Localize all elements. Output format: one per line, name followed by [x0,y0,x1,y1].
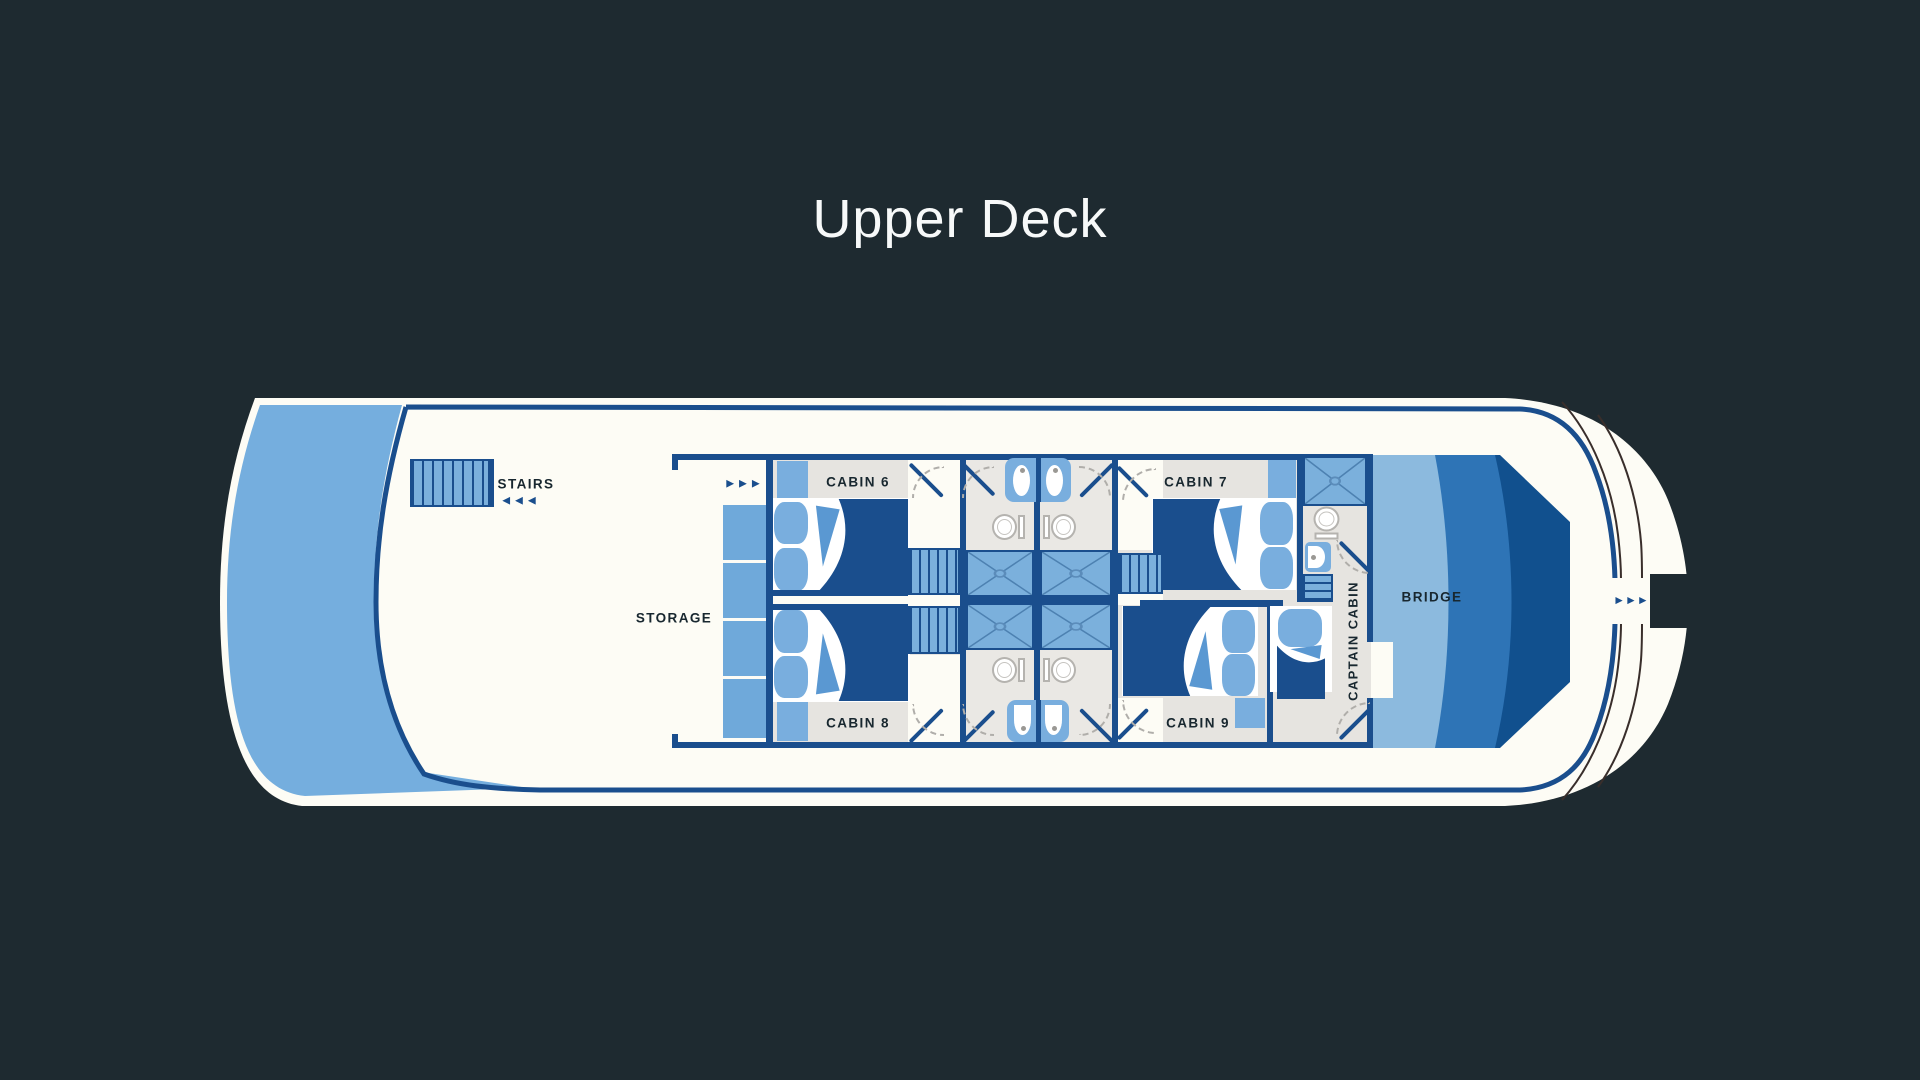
toilet-br [1043,657,1076,683]
stairs-direction-arrows: ◄◄◄ [499,492,539,508]
cabin8-pillow-2 [774,656,808,698]
wall-top [672,454,1373,460]
captain-blanket [1272,645,1330,699]
sink-basin [1013,465,1030,496]
captain-toilet [1313,506,1340,540]
stern-stairs-icon [410,459,494,507]
cabin9-pillow-2 [1222,654,1255,696]
bridge-label: BRIDGE [1401,589,1463,605]
corridor-entry-arrows: ►►► [723,475,763,491]
storage-locker-3 [723,621,766,676]
cabin8-closet [777,702,808,741]
shower-bl [966,603,1034,650]
wall-bottom-endcap [672,734,678,748]
page-title: Upper Deck [812,189,1108,249]
captain-sink [1305,542,1331,572]
stairs-flight-left-up [908,548,960,595]
sink-basin [1308,546,1325,568]
wall-mid-cabin6 [766,590,908,596]
cabin8-blanket [809,607,908,701]
toilet-bl [992,657,1025,683]
cabin7-label: CABIN 7 [1164,474,1228,490]
ship-plan: STAIRS ◄◄◄ ►►► STORAGE CABIN 6 CABIN 8 C… [210,390,1710,820]
toilet-tl [992,514,1025,540]
sink-unit-bottom [1007,700,1069,742]
cabin9-blanket [1123,606,1219,696]
captain-pillow [1278,609,1322,647]
wall-mid-cabin8 [766,604,908,610]
stairs-label: STAIRS [497,476,555,492]
sink-basin [1045,705,1062,735]
cabin9-label: CABIN 9 [1166,715,1230,731]
storage-locker-4 [723,679,766,738]
cabin8-pillow-1 [774,610,808,653]
deck-boundary-line [373,404,1618,793]
cabin6-closet [777,461,808,500]
stern-platform [227,405,528,796]
bow-notch-platform [1612,578,1650,624]
sink-basin [1014,705,1031,735]
bow-notch-cut [1650,574,1706,628]
captain-cabin-label: CAPTAIN CABIN [1345,581,1361,701]
cabin8-label: CABIN 8 [826,715,890,731]
stairs-flight-left-down [908,606,960,654]
cabin9-pillow-1 [1222,610,1255,653]
captain-stairs [1303,574,1333,602]
storage-locker-2 [723,563,766,618]
storage-locker-1 [723,505,766,560]
sink-unit-top [1005,458,1071,502]
cabin7-blanket [1153,499,1249,590]
storage-label: STORAGE [635,610,713,626]
toilet-tr [1043,514,1076,540]
cabin7-closet [1268,455,1296,498]
stairs-flight-right [1118,553,1163,594]
bridge-door-opening [1371,642,1393,698]
wall-bottom [672,742,1373,748]
wall-bath-mid [960,597,1118,603]
shower-tl [966,550,1034,597]
cabin7-pillow-1 [1260,502,1293,545]
captain-shower [1303,456,1367,506]
cabin7-pillow-2 [1260,547,1293,589]
shower-tr [1040,550,1112,597]
shower-br [1040,603,1112,650]
cabin9-side-table [1235,698,1265,728]
sink-basin [1046,465,1063,496]
cabin6-blanket [809,499,908,593]
wall-captain-bath-left [1297,454,1303,602]
wall-cabin-left [766,454,773,748]
wall-top-endcap [672,454,678,470]
cabin6-pillow-1 [774,502,808,544]
wall-cabin79-divider [1140,600,1283,607]
cabin6-pillow-2 [774,548,808,591]
wall-bridge-upper [1367,454,1373,642]
bow-exit-arrows: ►►► [1613,593,1649,607]
bow-walkway-lines [1561,401,1643,801]
wall-bridge-lower [1367,698,1373,748]
cabin6-label: CABIN 6 [826,474,890,490]
